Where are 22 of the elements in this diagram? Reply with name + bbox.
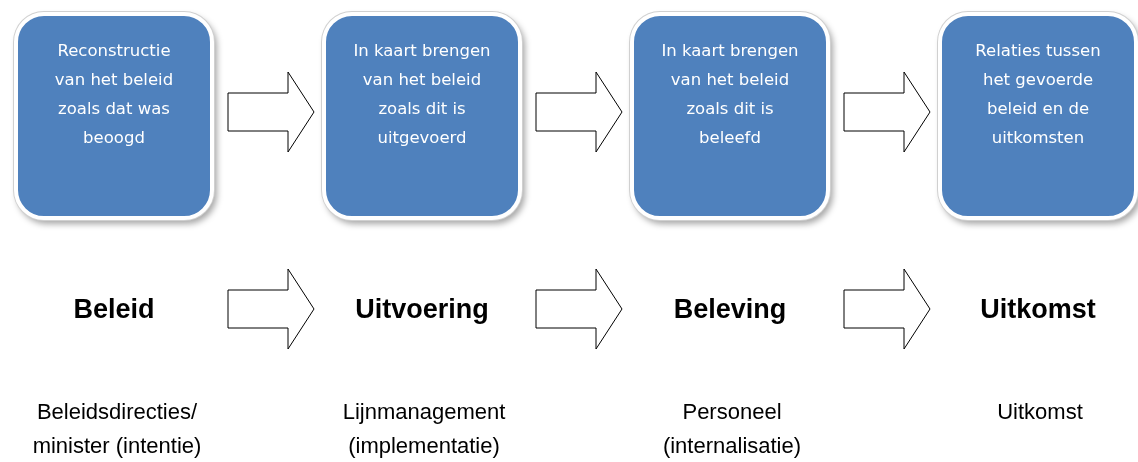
- block-arrow: [227, 71, 315, 153]
- box-text: Reconstructie van het beleid zoals dat was beoogd: [53, 40, 175, 149]
- process-box: [938, 12, 1138, 220]
- role-label: Personeel (internalisatie): [661, 398, 803, 460]
- box-text: Relaties tussen het gevoerde beleid en de uitkomsten: [974, 40, 1102, 149]
- process-box: [14, 12, 214, 220]
- stage-heading: Uitvoering: [355, 293, 489, 325]
- block-arrow: [843, 71, 931, 153]
- block-arrow: [535, 268, 623, 350]
- block-arrow: [227, 268, 315, 350]
- stage-heading: Uitkomst: [980, 293, 1096, 325]
- stage-heading: Beleid: [73, 293, 155, 325]
- box-text: In kaart brengen van het beleid zoals dit is beleefd: [660, 40, 800, 149]
- role-label: Lijnmanagement (implementatie): [341, 398, 507, 460]
- block-arrow: [843, 268, 931, 350]
- stage-heading: Beleving: [673, 293, 787, 325]
- box-text: In kaart brengen van het beleid zoals dit is uitgevoerd: [352, 40, 492, 149]
- role-label: Uitkomst: [996, 398, 1084, 426]
- process-box: [630, 12, 830, 220]
- block-arrow: [535, 71, 623, 153]
- role-label: Beleidsdirecties/ minister (intentie): [31, 398, 203, 460]
- process-box: [322, 12, 522, 220]
